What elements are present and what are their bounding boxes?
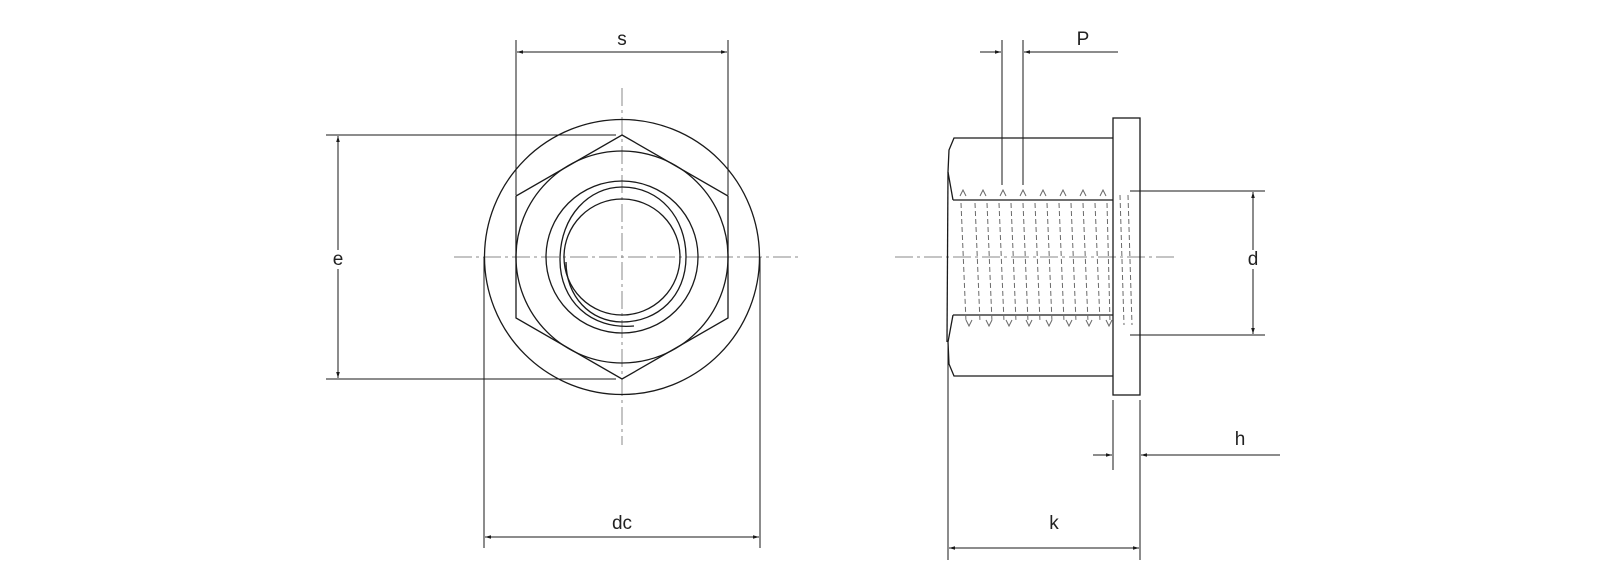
body-outline: [947, 137, 1113, 377]
label-e: e: [330, 249, 346, 270]
thread-major-circle: [545, 180, 699, 334]
label-k: k: [1049, 513, 1059, 534]
side-view: [895, 117, 1175, 396]
side-dimensions: [947, 40, 1280, 560]
label-dc: dc: [611, 513, 633, 534]
thread-spiral: [559, 186, 687, 327]
body-left-edge: [946, 171, 949, 343]
label-h: h: [1234, 429, 1246, 450]
front-dimensions: [326, 40, 761, 548]
front-view: [454, 88, 800, 445]
thread-minor-circle: [563, 198, 681, 316]
flange-rect: [1112, 117, 1141, 396]
label-d: d: [1245, 249, 1261, 270]
label-p: P: [1076, 29, 1090, 50]
chamfer-circle: [515, 150, 729, 364]
thread-hidden-lines: [960, 194, 1133, 326]
hex-outline: [515, 134, 729, 380]
label-s: s: [617, 29, 627, 50]
thread-crest-marks: [959, 188, 1113, 328]
